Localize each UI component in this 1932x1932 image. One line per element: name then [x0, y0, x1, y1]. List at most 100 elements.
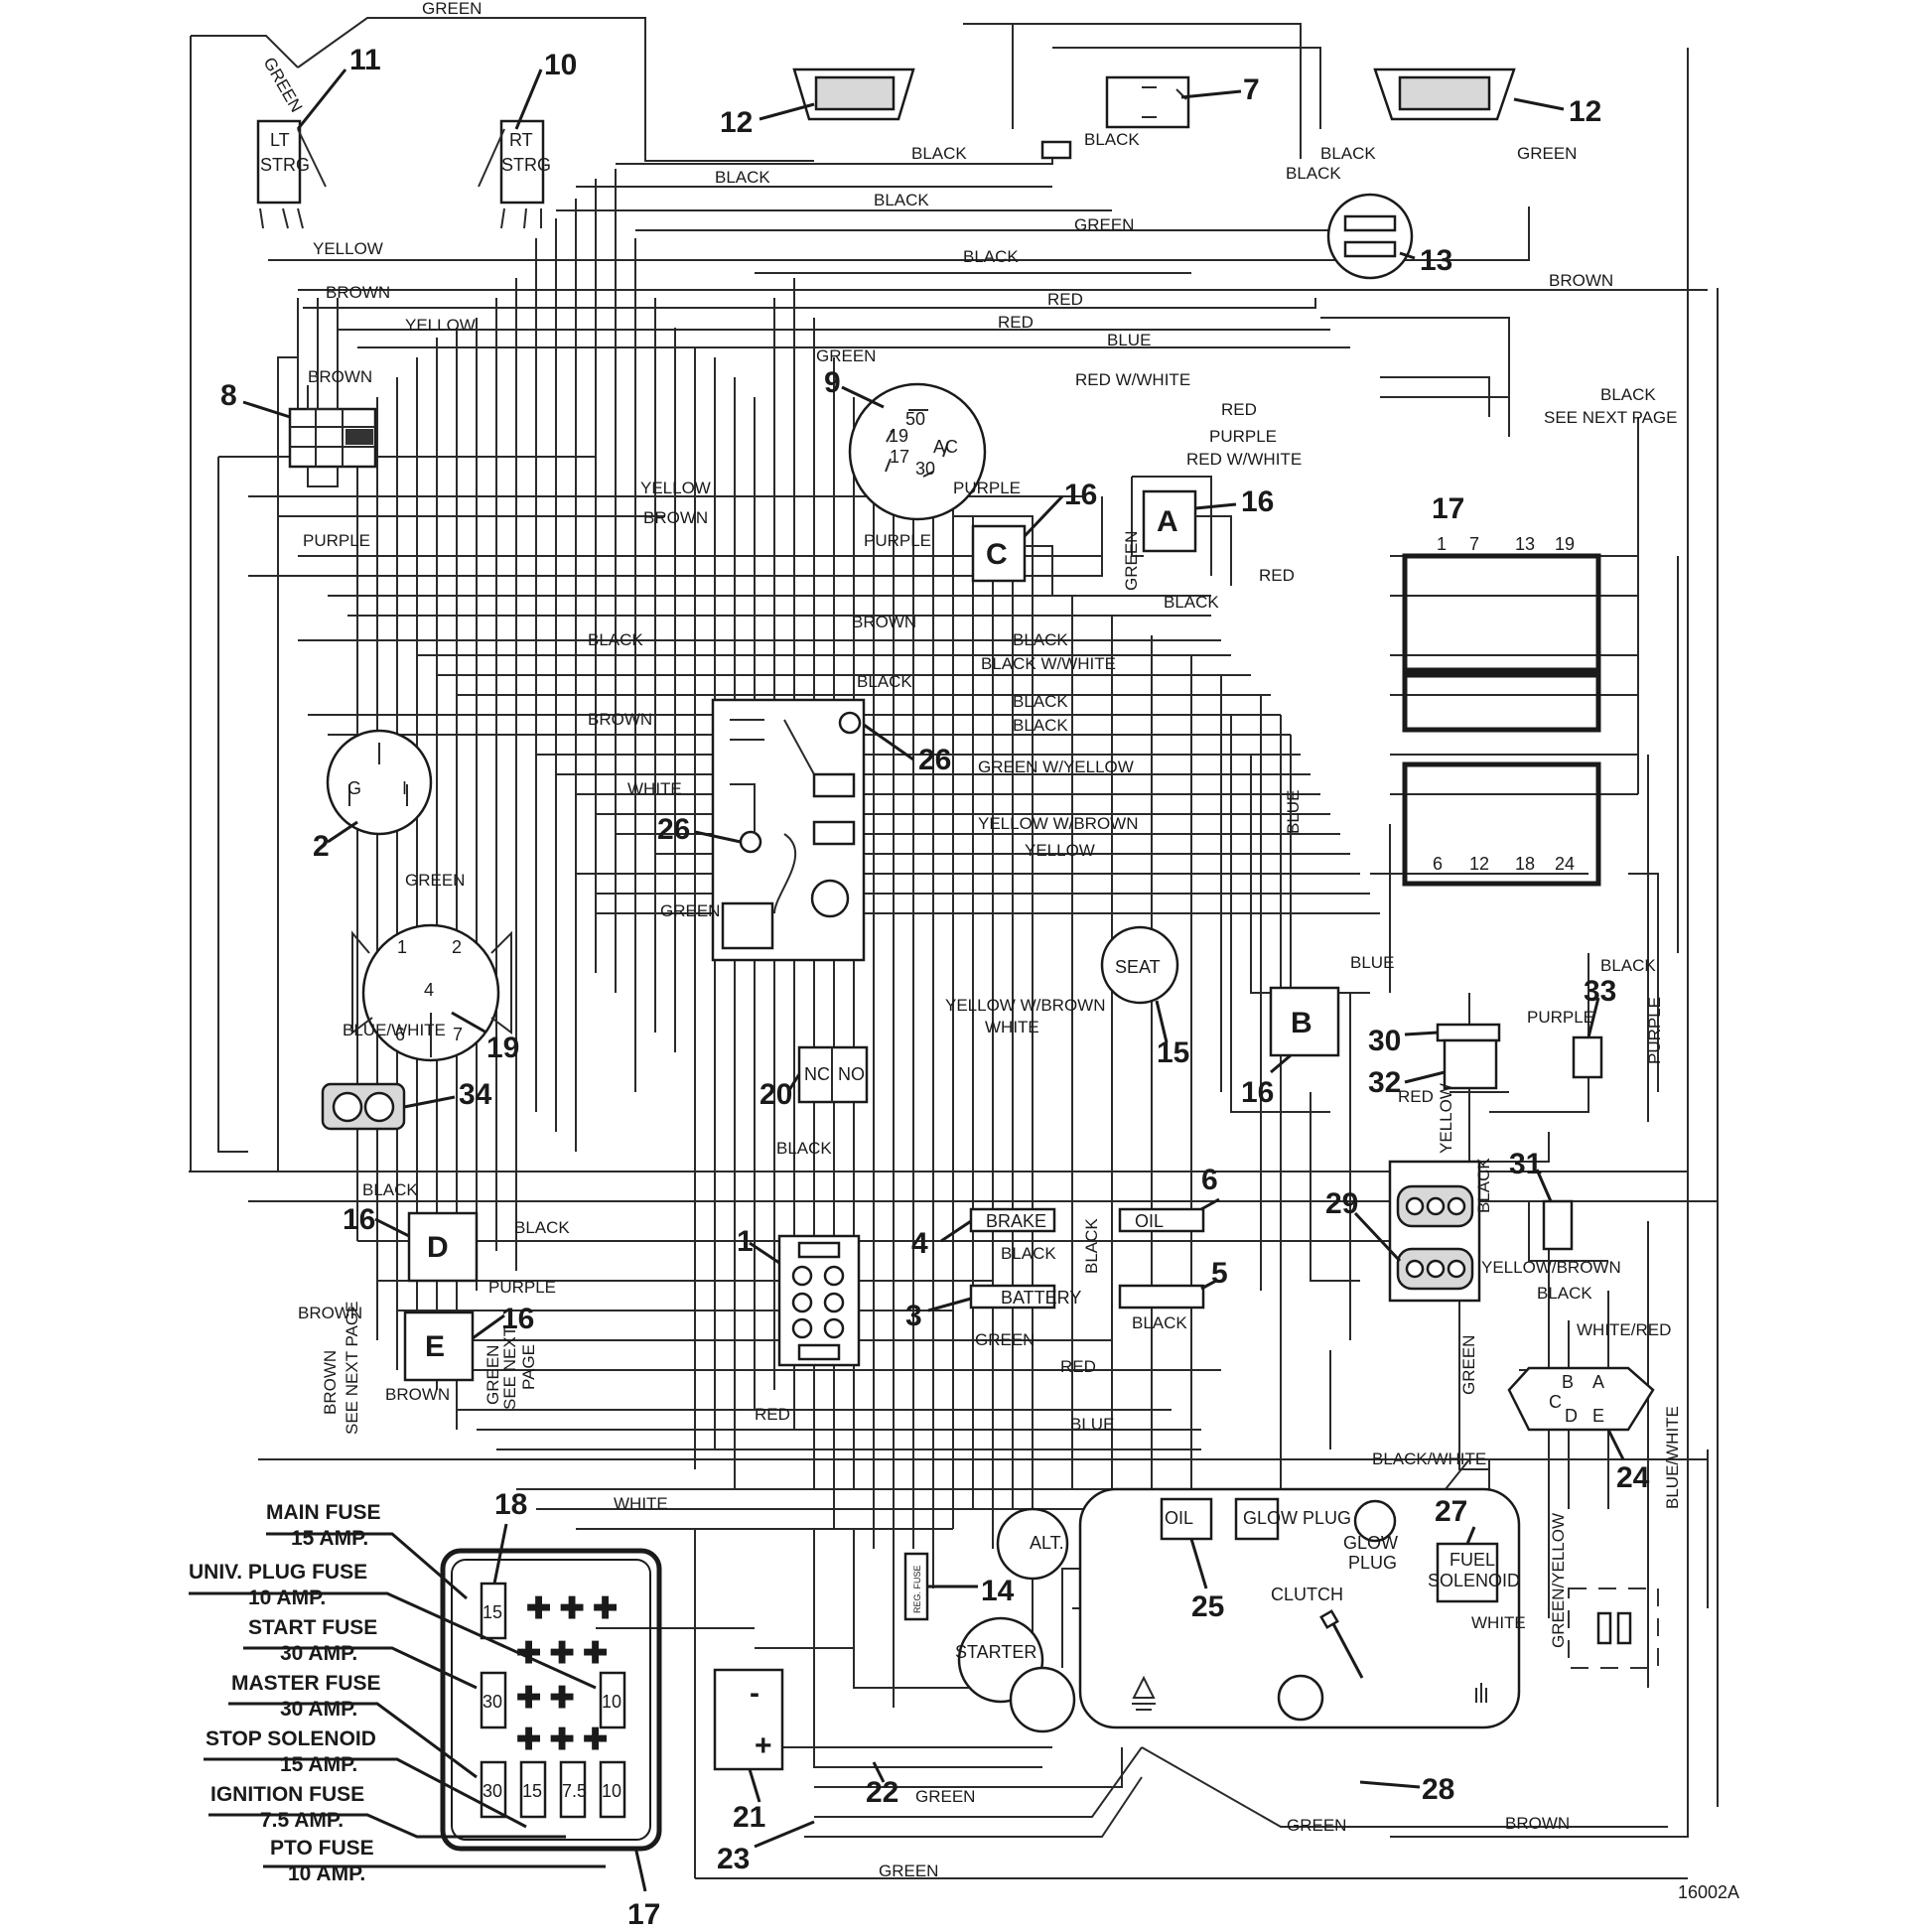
- pin-17-24: 24: [1555, 854, 1575, 874]
- callout-16d: 16: [343, 1203, 375, 1236]
- component-33: [1572, 1035, 1603, 1079]
- fuse-leader-lines: [189, 1532, 606, 1868]
- callout-2: 2: [313, 830, 330, 863]
- wire-label: GREEN: [1122, 531, 1141, 591]
- engine-temp-label: OIL: [1165, 1508, 1193, 1528]
- pin-17-13: 13: [1515, 534, 1535, 554]
- wire-label: BROWN: [643, 508, 708, 527]
- pin-g: G: [347, 778, 361, 798]
- callout-8: 8: [220, 379, 237, 412]
- relay-7: [1105, 75, 1190, 129]
- wire-label: BLUE/WHITE: [343, 1021, 446, 1039]
- legend-pto-fuse: PTO FUSE: [270, 1837, 374, 1860]
- wire-label: RED: [755, 1405, 790, 1424]
- legend-main-fuse-rating: 15 AMP.: [291, 1527, 368, 1550]
- battery-21: - +: [713, 1668, 784, 1771]
- connector-small: [1040, 140, 1072, 160]
- wire-label: BROWN: [1505, 1814, 1570, 1833]
- wire-label: BROWN: [1549, 271, 1613, 290]
- callout-29: 29: [1325, 1187, 1358, 1220]
- wire-label: SEE NEXT PAGE: [343, 1302, 361, 1435]
- callout-34: 34: [459, 1078, 492, 1111]
- pin-4: 4: [424, 980, 434, 1000]
- callout-17-top: 17: [1432, 492, 1464, 525]
- callout-26-top: 26: [918, 744, 951, 776]
- alternator: ALT.: [996, 1507, 1069, 1581]
- component-30-32: [1436, 1023, 1501, 1090]
- wire-label: YELLOW W/BROWN: [978, 814, 1139, 833]
- wire-label: BLACK: [1600, 956, 1656, 975]
- wire-label: GREEN: [1459, 1335, 1478, 1395]
- wire-label: BROWN: [308, 367, 372, 386]
- solenoid-label: SOLENOID: [1428, 1571, 1520, 1590]
- wire-label: BLUE: [1070, 1415, 1114, 1434]
- callout-6: 6: [1201, 1164, 1218, 1196]
- wire-label: BLACK: [776, 1139, 832, 1158]
- fuse-value-pto: 10: [602, 1781, 621, 1801]
- reg-fuse-label: REG. FUSE: [912, 1565, 922, 1613]
- fuse-value-start: 30: [483, 1692, 502, 1712]
- wire-label: YELLOW: [405, 316, 476, 335]
- callout-16b: 16: [1241, 1076, 1274, 1109]
- wire-label: GREEN: [422, 0, 482, 18]
- legend-start-fuse-rating: 30 AMP.: [280, 1642, 357, 1665]
- component-31: [1542, 1199, 1574, 1251]
- regulator-24: B A C D E: [1507, 1366, 1655, 1432]
- alt-label: ALT.: [1030, 1533, 1064, 1553]
- callout-11: 11: [349, 44, 381, 76]
- wire-label: WHITE: [627, 779, 682, 798]
- fuse-slot-cross: ✚ ✚: [516, 1682, 575, 1715]
- legend-master-fuse-rating: 30 AMP.: [280, 1698, 357, 1721]
- callout-leaders: [242, 69, 1625, 1892]
- wire-label: BLUE: [1284, 790, 1303, 834]
- engine-block: OIL GLOW PLUG CLUTCH: [1078, 1487, 1521, 1729]
- callout-18: 18: [494, 1488, 527, 1521]
- headlight-right: [1373, 68, 1516, 121]
- legend-stop-solenoid-rating: 15 AMP.: [280, 1753, 357, 1776]
- pin-i: I: [402, 778, 407, 798]
- wire-label: GREEN: [879, 1862, 938, 1880]
- callout-numbers: 11 10 12 12 7 13 8 9 16 16 17 2 26 26 19…: [220, 44, 1650, 1931]
- wire-label: RED: [1221, 400, 1257, 419]
- brake-lamp-6: OIL: [1118, 1207, 1205, 1233]
- wire-label: BLACK: [1132, 1313, 1187, 1332]
- pin-e: E: [1592, 1406, 1604, 1426]
- relay-d-letter: D: [427, 1231, 449, 1264]
- pin-7: 7: [453, 1025, 463, 1044]
- wire-label: PURPLE: [1645, 997, 1664, 1064]
- key-switch-2: G I: [326, 729, 433, 836]
- plug-34: [321, 1082, 406, 1131]
- wire-label: PURPLE: [303, 531, 370, 550]
- wire-label: WHITE: [614, 1494, 668, 1513]
- headlight-left: [792, 68, 915, 121]
- pin-19: 19: [889, 426, 908, 446]
- fuse-value-master: 30: [483, 1781, 502, 1801]
- pin-17-12: 12: [1469, 854, 1489, 874]
- wire-label: BLUE: [1107, 331, 1151, 349]
- engine-oil-label: GLOW PLUG: [1243, 1508, 1351, 1528]
- reg-fuse-14: REG. FUSE: [903, 1552, 929, 1621]
- wire-label: PURPLE: [488, 1278, 556, 1297]
- switch-20: NC NO: [797, 1045, 869, 1104]
- pin-17-1: 1: [1437, 534, 1447, 554]
- callout-19: 19: [486, 1032, 519, 1064]
- callout-21: 21: [733, 1801, 765, 1834]
- lt-strg-label-2: STRG: [260, 155, 310, 175]
- callout-12-left: 12: [720, 106, 753, 139]
- wire-label: BROWN: [321, 1350, 340, 1415]
- pin-17-18: 18: [1515, 854, 1535, 874]
- connector-8: [288, 385, 377, 487]
- legend-univ-plug-rating: 10 AMP.: [248, 1587, 326, 1609]
- wire-label: BROWN: [298, 1304, 362, 1322]
- wire-label: PAGE: [519, 1344, 538, 1390]
- callout-9: 9: [824, 366, 841, 399]
- glow-label: GLOW: [1343, 1533, 1398, 1553]
- wire-label: BLUE: [1350, 953, 1394, 972]
- pin-17-7: 7: [1469, 534, 1479, 554]
- no-label: NO: [838, 1064, 865, 1084]
- wire-label: BLACK: [911, 144, 967, 163]
- nc-label: NC: [804, 1064, 830, 1084]
- wire-label: BLACK: [1013, 630, 1068, 649]
- battery-neg: -: [750, 1677, 759, 1710]
- wire-label: BLACK: [1013, 692, 1068, 711]
